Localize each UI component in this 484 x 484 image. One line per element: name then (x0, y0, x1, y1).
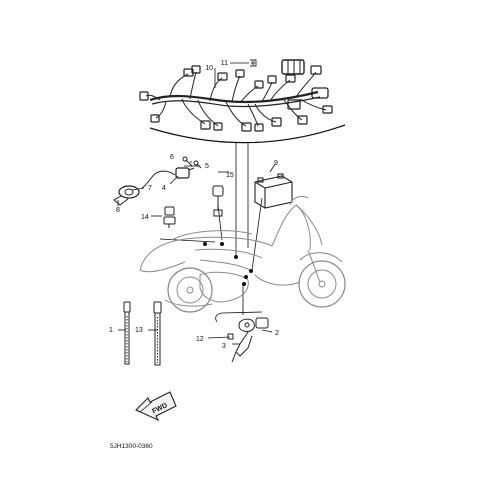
bolt-icon (182, 156, 202, 169)
callout-15: 15 (226, 172, 234, 179)
callout-1: 1 (109, 327, 113, 334)
wire-harness-icon (139, 59, 333, 132)
callout-12: 12 (196, 336, 204, 343)
callout-3: 3 (222, 343, 226, 350)
callout-11: 11 (221, 60, 228, 67)
leader-lines (117, 62, 276, 345)
diagram-code: 5JH1300-0360 (110, 443, 153, 450)
callout-13: 13 (135, 327, 143, 334)
scooter-icon (139, 195, 346, 313)
switch-icon (227, 317, 269, 363)
fuse-icon (212, 185, 224, 217)
callout-8: 8 (116, 207, 120, 214)
callout-6: 6 (170, 154, 174, 161)
battery-icon (254, 173, 293, 209)
sensor-icon (113, 167, 195, 206)
harness-bracket (149, 124, 346, 144)
forward-arrow-icon: FWD (135, 391, 177, 422)
callout-10: 10 (205, 65, 213, 72)
mount-points (203, 242, 253, 286)
callout-4: 4 (162, 185, 166, 192)
callout-9: 9 (274, 160, 278, 167)
clamp-icon (250, 59, 257, 67)
callout-2: 2 (275, 330, 279, 337)
callout-14: 14 (141, 214, 149, 221)
switch-bracket (215, 311, 263, 323)
relay-icon (163, 206, 176, 228)
cable-tie-icon (123, 301, 162, 366)
callout-7: 7 (148, 185, 152, 192)
callout-5: 5 (205, 163, 209, 170)
